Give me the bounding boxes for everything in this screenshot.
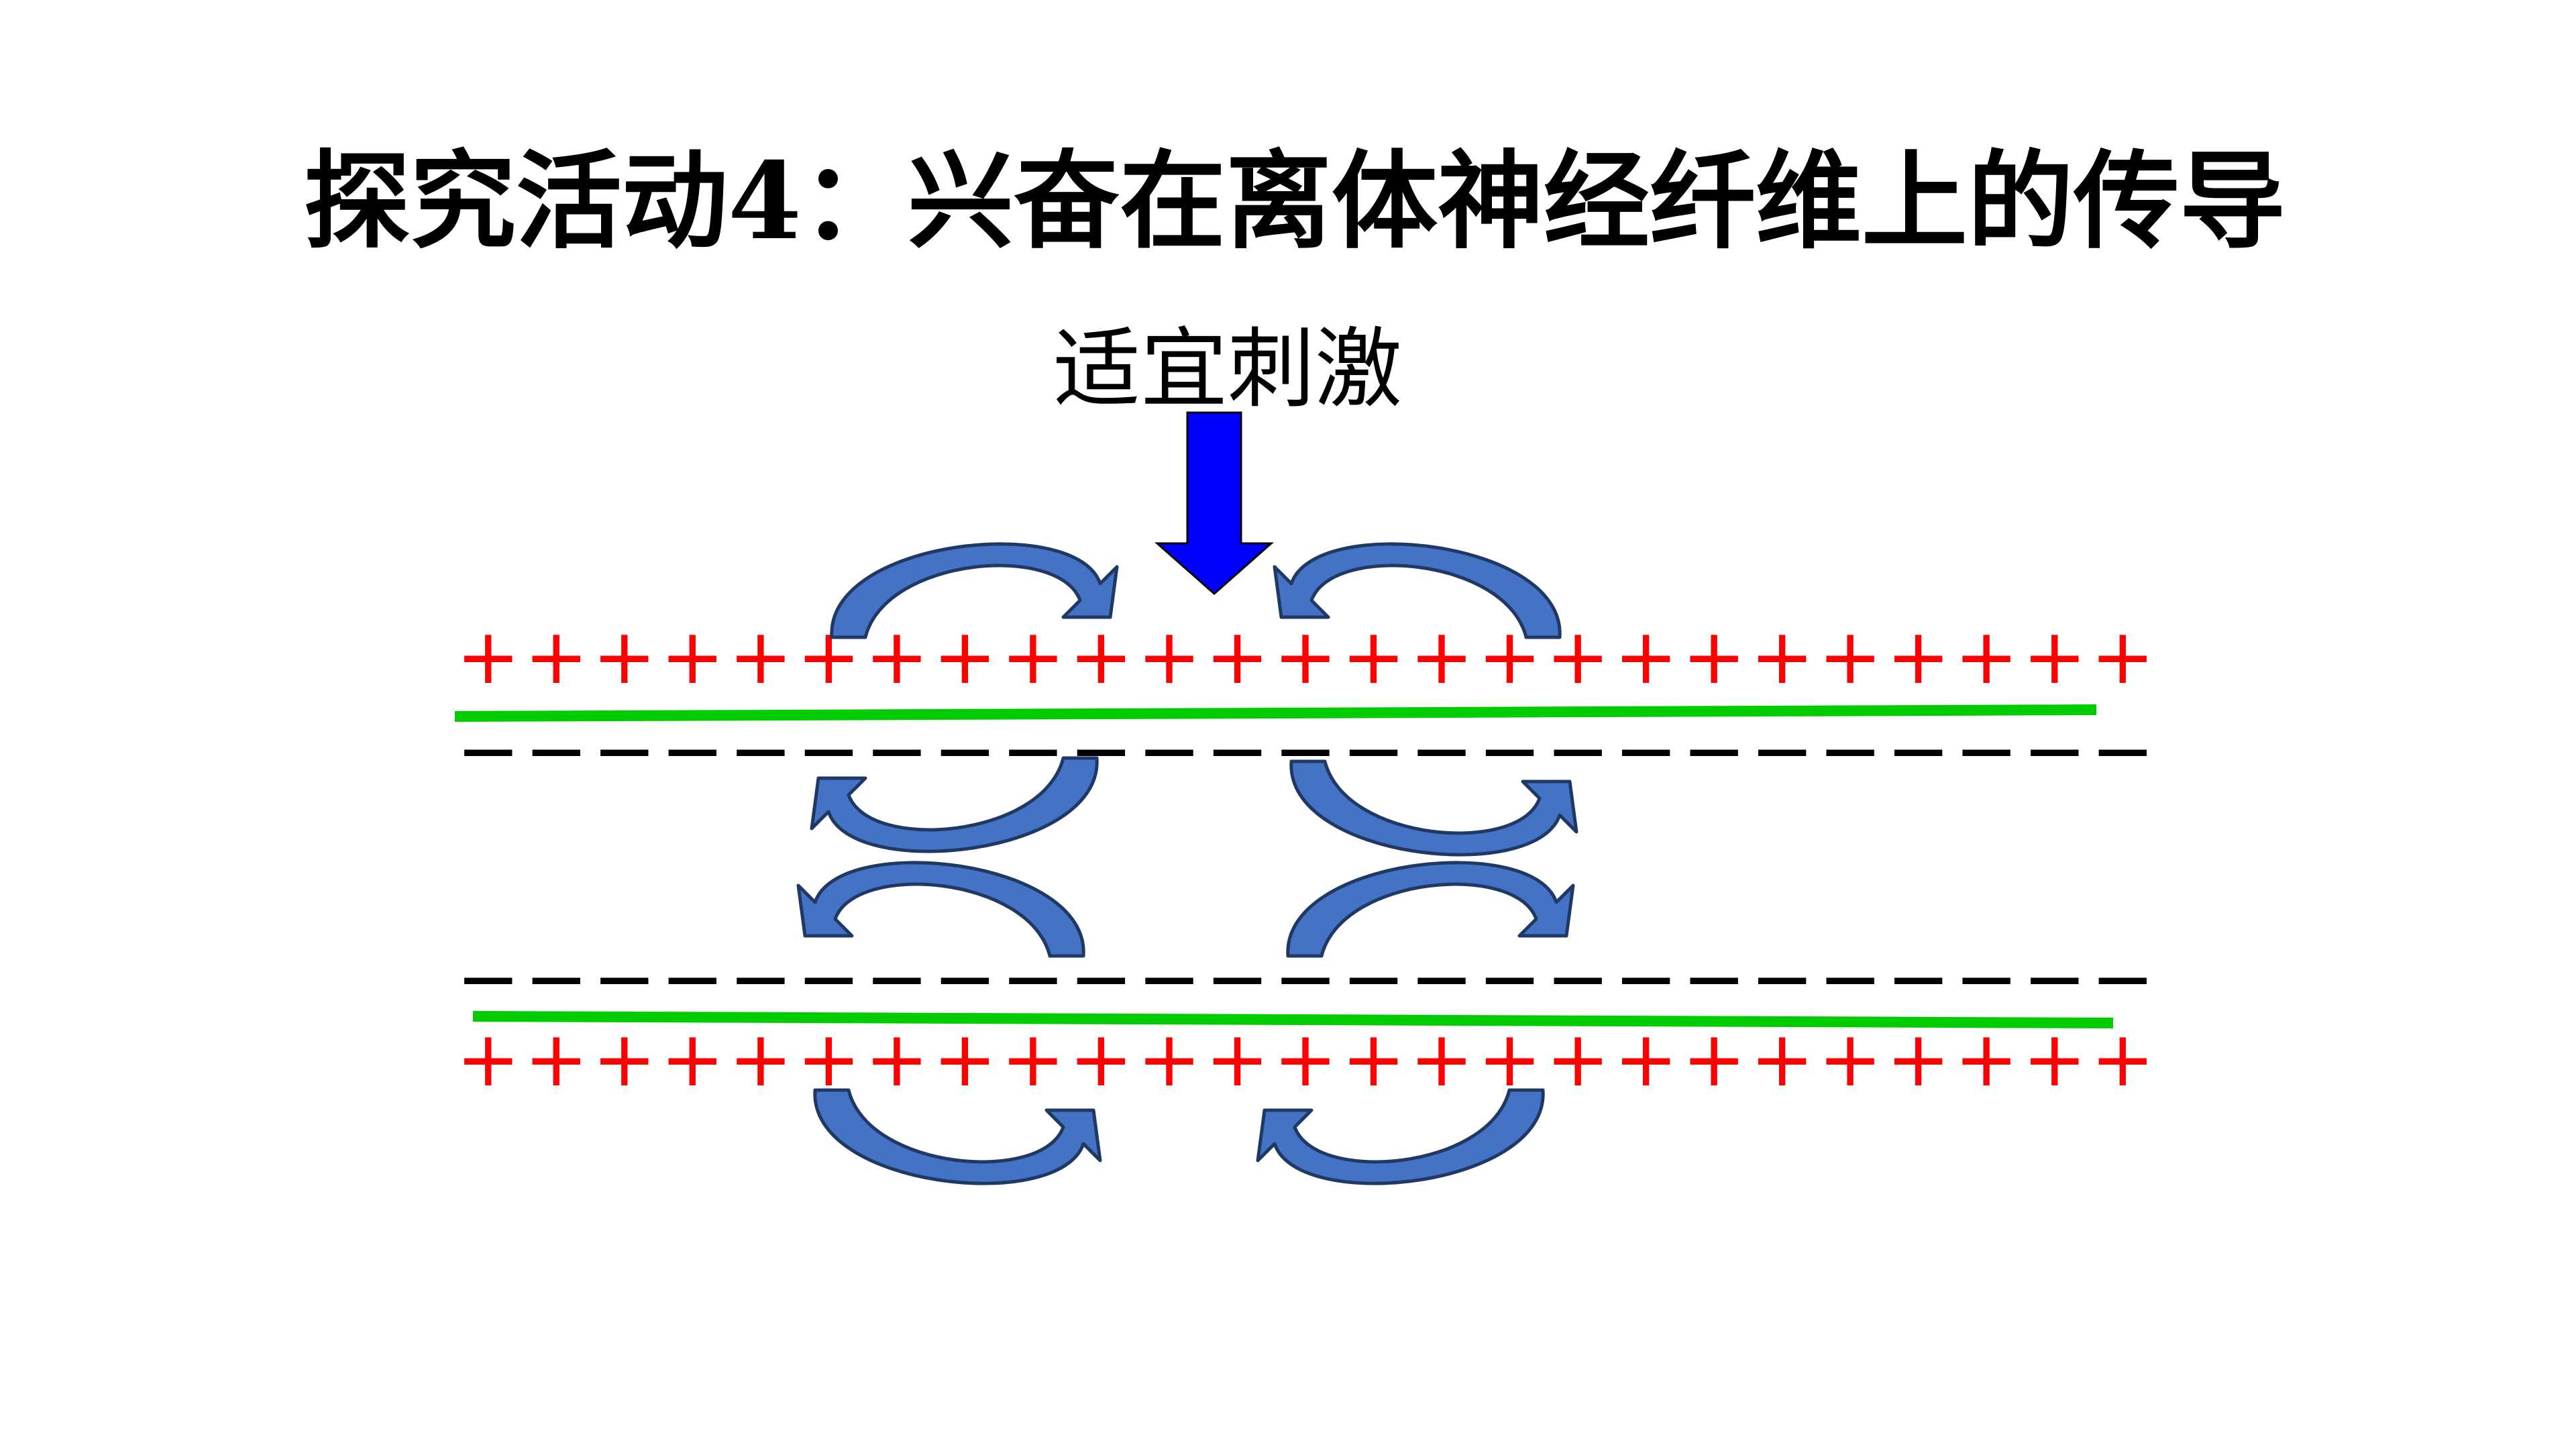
upper-membrane-line bbox=[454, 704, 2097, 722]
lower-membrane-line bbox=[472, 1011, 2114, 1028]
slide-title: 探究活动4：兴奋在离体神经纤维上的传导 bbox=[304, 140, 2286, 264]
outer-top-positive-charges: +++++++++++++++++++++++++ bbox=[456, 612, 2159, 701]
stimulus-label: 适宜刺激 bbox=[1053, 318, 1402, 420]
curved-arrow-icon bbox=[815, 1090, 1100, 1183]
outer-bottom-positive-charges: +++++++++++++++++++++++++ bbox=[456, 1014, 2159, 1104]
curved-arrow-icon bbox=[1258, 1090, 1543, 1183]
stimulus-down-arrow-icon bbox=[1155, 411, 1274, 596]
